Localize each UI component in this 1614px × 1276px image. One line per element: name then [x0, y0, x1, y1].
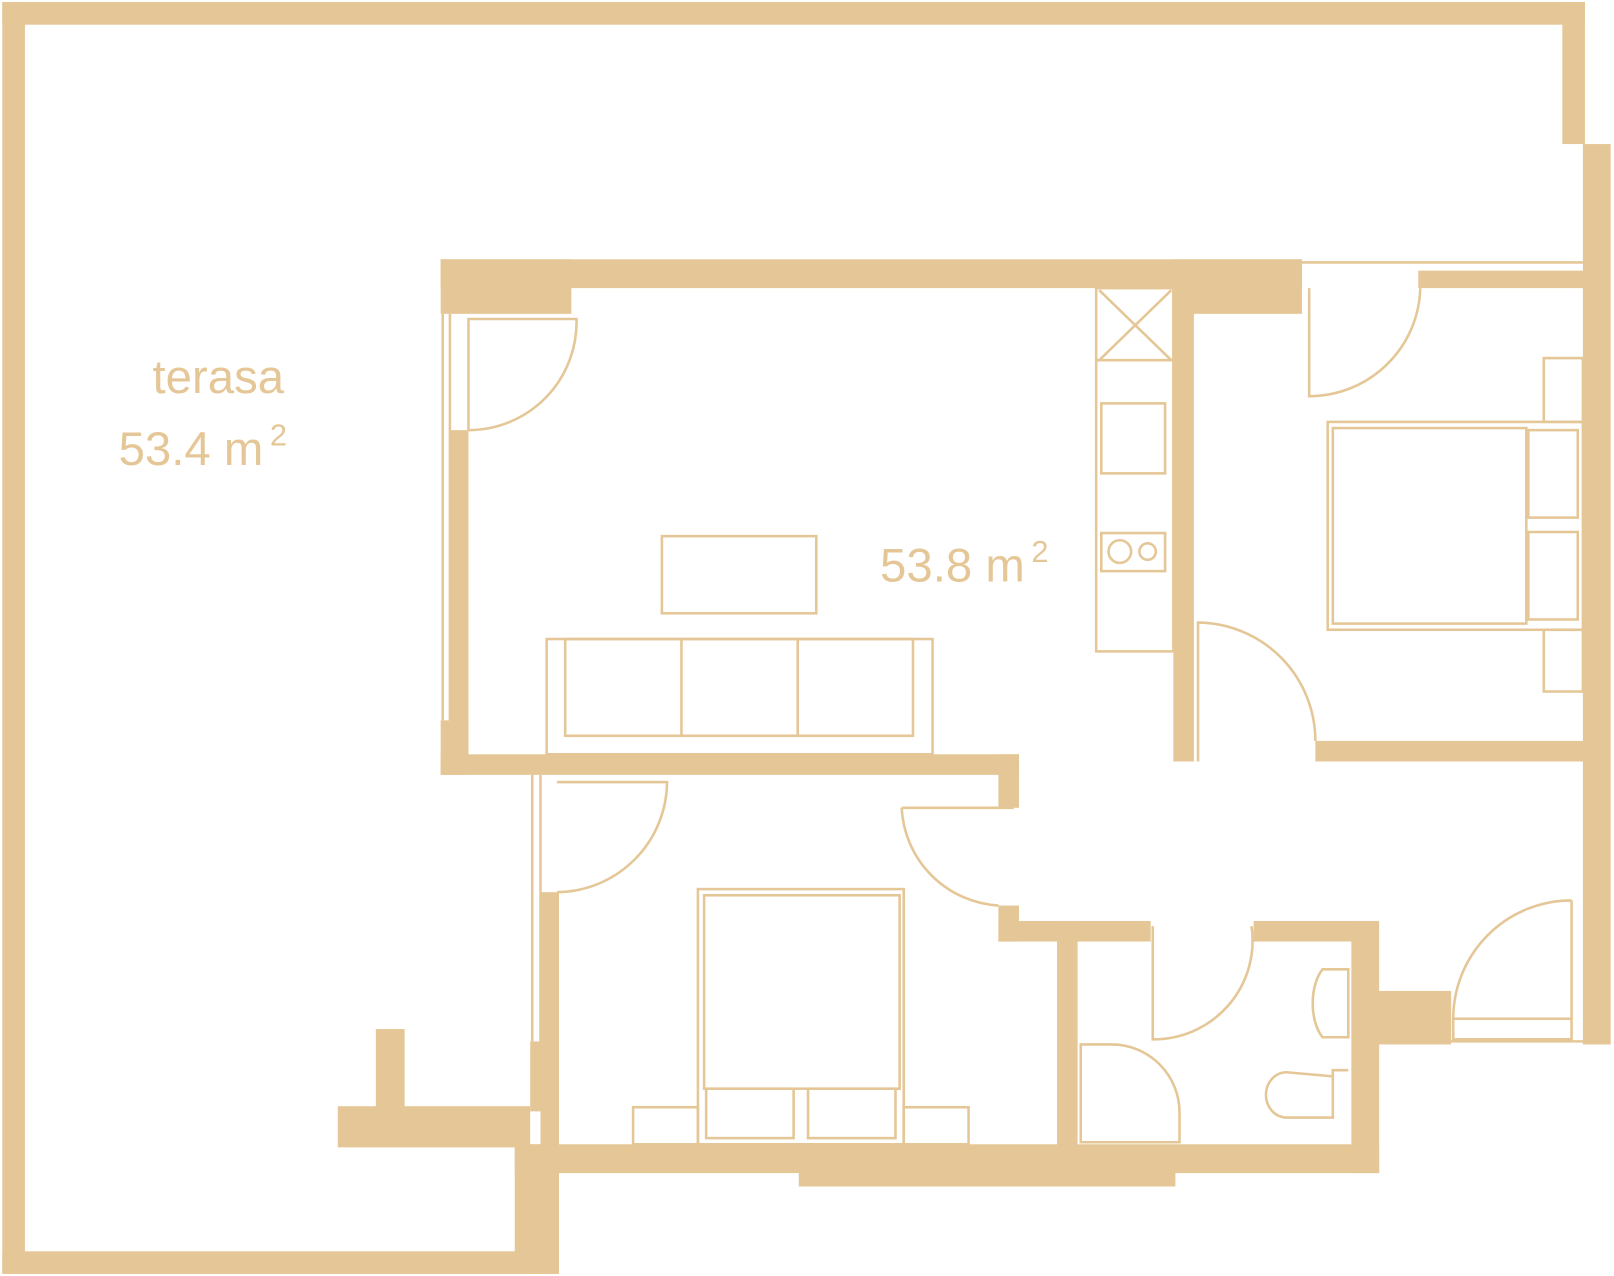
- windows-and-lines: [441, 261, 1611, 1043]
- bed-right: [1326, 420, 1585, 632]
- terrace-area-sup: 2: [270, 418, 287, 453]
- washbasin: [1311, 968, 1350, 1039]
- door-terrace: [467, 317, 578, 432]
- kitchen-counter: [1094, 286, 1175, 653]
- door-entrance: [1451, 899, 1573, 1019]
- shower: [1079, 1043, 1181, 1144]
- terrace-label: terasa: [153, 351, 285, 404]
- labels: terasa 53.4 m 2 53.8 m 2: [119, 351, 1049, 592]
- door-bathroom: [1151, 925, 1254, 1041]
- bed-left: [696, 887, 906, 1146]
- hob: [1100, 531, 1167, 573]
- furniture: [545, 286, 1585, 1146]
- door-bedroom-right-balcony: [1307, 288, 1422, 398]
- terrace-area-value: 53.4 m: [119, 423, 264, 476]
- doors: [467, 288, 1573, 1041]
- interior-area-value: 53.8 m: [880, 539, 1025, 592]
- door-bedroom-left: [900, 806, 1014, 907]
- toilet: [1264, 1068, 1349, 1119]
- door-bedroom-left-terrace: [556, 780, 669, 894]
- door-bedroom-right: [1196, 621, 1317, 762]
- interior-area-sup: 2: [1031, 534, 1048, 569]
- sink: [1100, 402, 1167, 475]
- table: [660, 534, 818, 615]
